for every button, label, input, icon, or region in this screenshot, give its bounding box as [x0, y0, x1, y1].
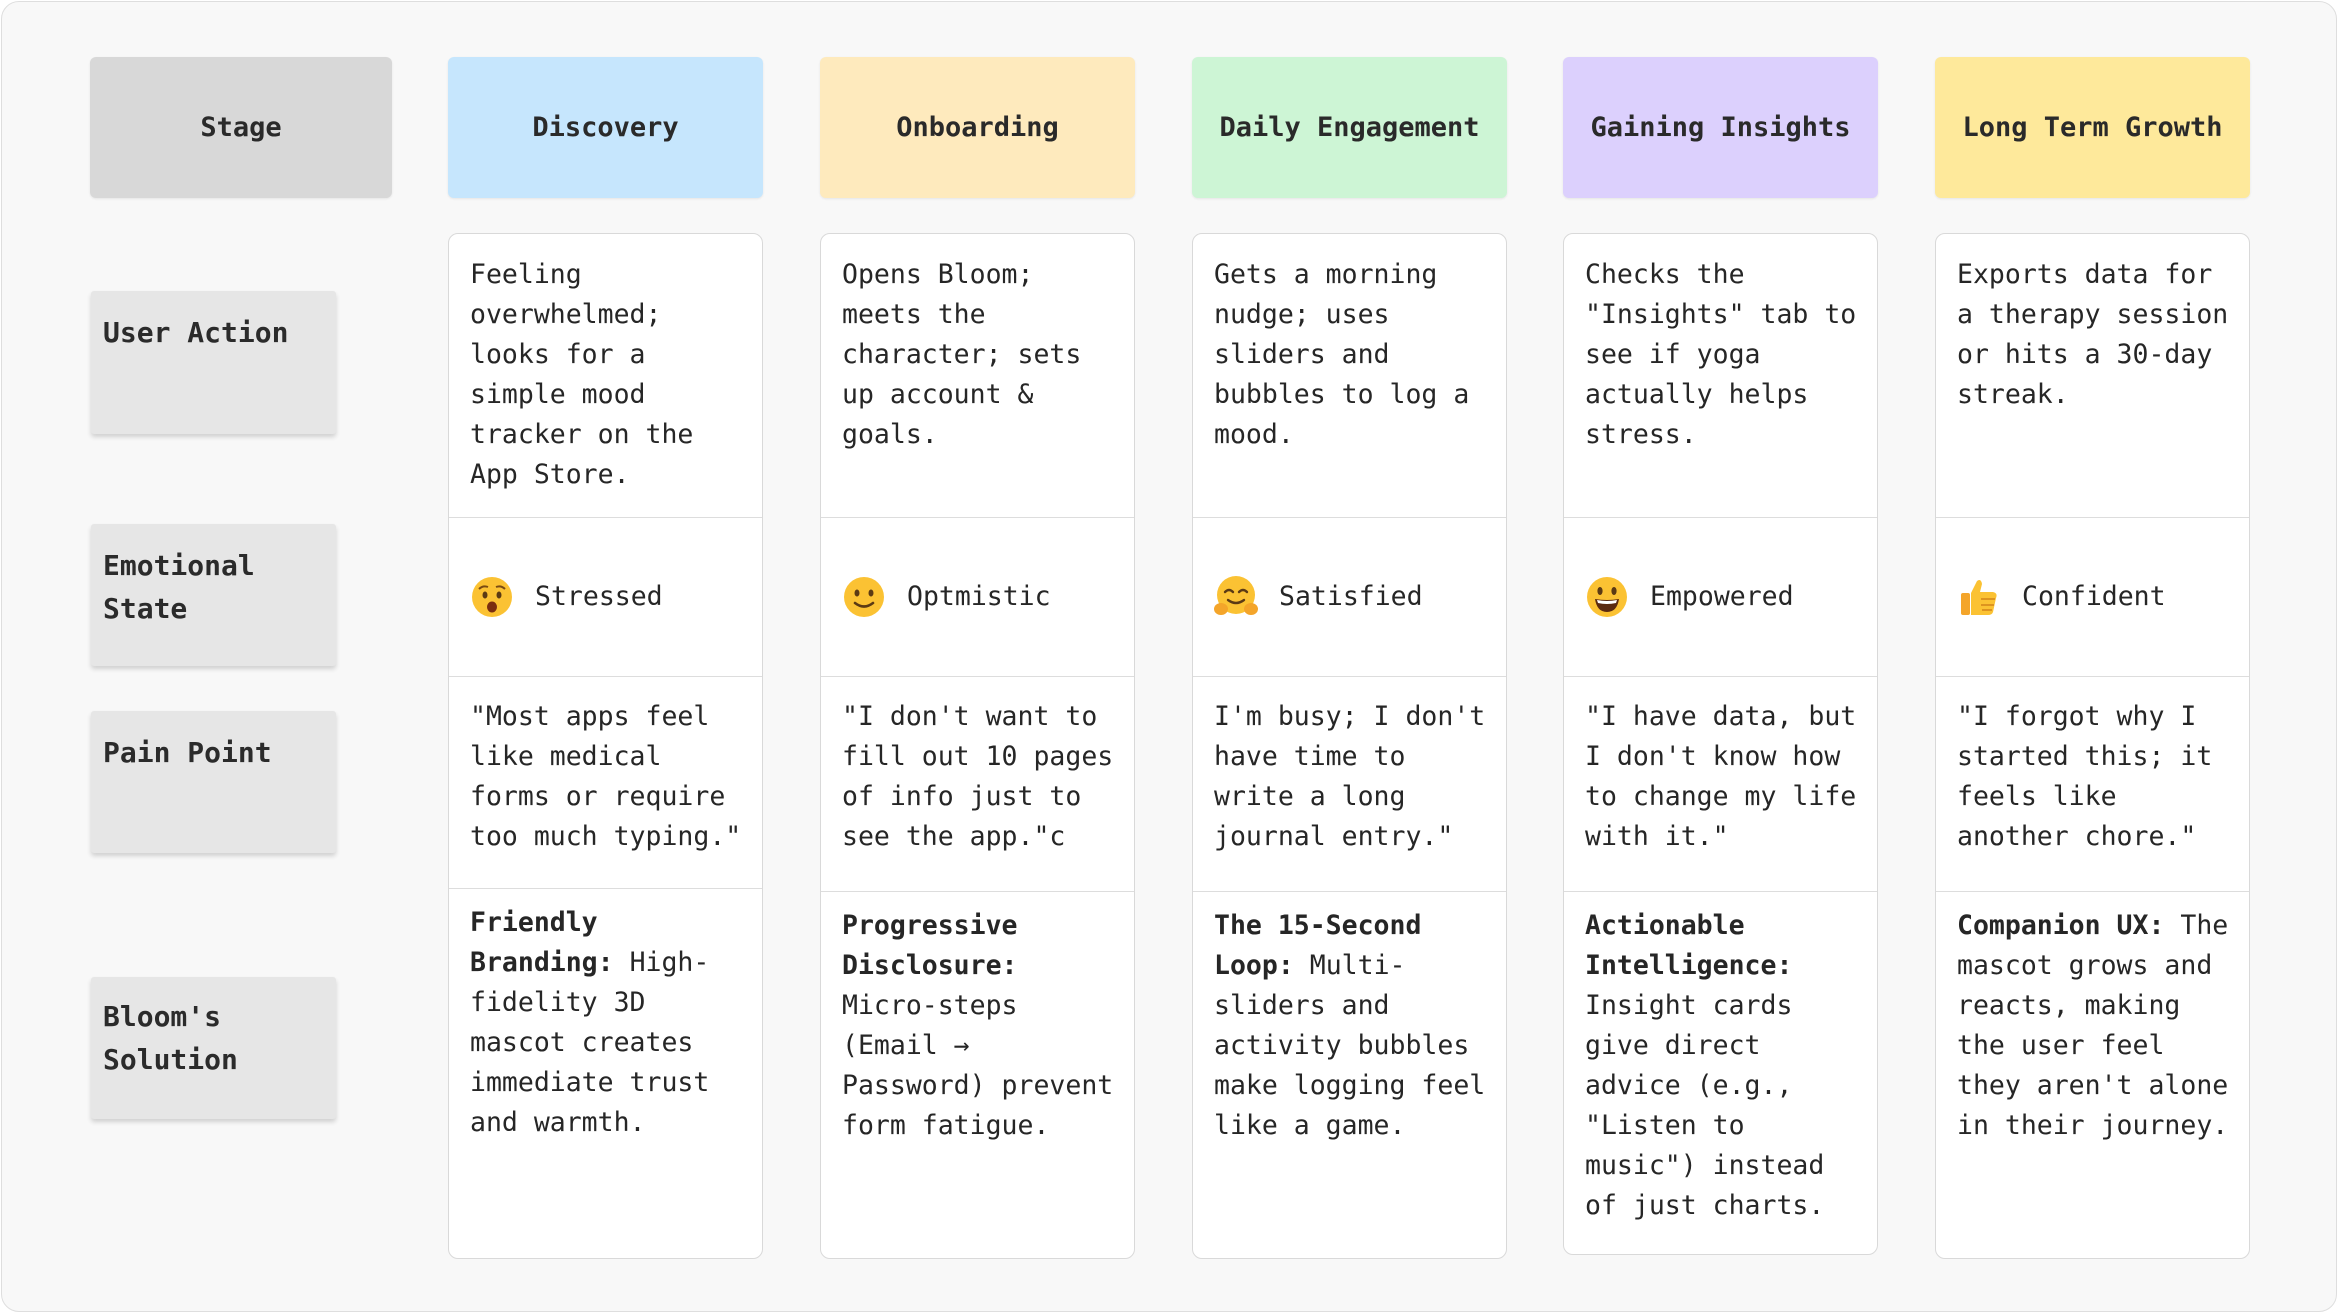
solution-text: Insight cards give direct advice (e.g., …: [1585, 990, 1825, 1221]
column-long-term-growth: Exports data for a therapy session or hi…: [1935, 233, 2250, 1259]
row-label-blooms-solution: Bloom's Solution: [91, 977, 336, 1119]
column-onboarding: Opens Bloom; meets the character; sets u…: [820, 233, 1135, 1259]
solution-title: Actionable Intelligence:: [1585, 910, 1793, 981]
pain-point-cell: "Most apps feel like medical forms or re…: [449, 676, 762, 888]
pain-point-cell: "I don't want to fill out 10 pages of in…: [821, 676, 1134, 891]
solution-title: Companion UX:: [1957, 910, 2165, 941]
solution-title: Progressive Disclosure:: [842, 910, 1018, 981]
solution-cell: Actionable Intelligence: Insight cards g…: [1564, 891, 1877, 1254]
emotional-state-cell: Empowered: [1564, 517, 1877, 676]
solution-text: Multi-sliders and activity bubbles make …: [1214, 950, 1486, 1141]
emotional-state-cell: Confident: [1936, 517, 2249, 676]
column-discovery: Feeling overwhelmed; looks for a simple …: [448, 233, 763, 1259]
solution-text: High-fidelity 3D mascot creates immediat…: [470, 947, 710, 1138]
emotion-label: Satisfied: [1279, 581, 1423, 612]
solution-cell: The 15-Second Loop: Multi-sliders and ac…: [1193, 891, 1506, 1258]
emotion-label: Confident: [2022, 581, 2166, 612]
user-action-cell: Opens Bloom; meets the character; sets u…: [842, 259, 1082, 450]
emotional-state-cell: Optmistic: [821, 517, 1134, 676]
column-daily-engagement: Gets a morning nudge; uses sliders and b…: [1192, 233, 1507, 1259]
pain-point-cell: I'm busy; I don't have time to write a l…: [1193, 676, 1506, 891]
solution-text: The mascot grows and reacts, making the …: [1957, 910, 2229, 1141]
solution-title: The 15-Second Loop:: [1214, 910, 1422, 981]
solution-cell: Companion UX: The mascot grows and react…: [1936, 891, 2249, 1258]
column-gaining-insights: Checks the "Insights" tab to see if yoga…: [1563, 233, 1878, 1255]
row-label-emotional-state: Emotional State: [91, 524, 336, 666]
emotional-state-cell: Stressed: [449, 517, 762, 676]
user-action-cell: Checks the "Insights" tab to see if yoga…: [1585, 259, 1857, 450]
stage-header-gaining-insights: Gaining Insights: [1563, 57, 1878, 198]
grinning-face-icon: [1587, 577, 1627, 617]
user-action-cell: Feeling overwhelmed; looks for a simple …: [470, 259, 694, 490]
row-label-user-action: User Action: [91, 291, 336, 434]
pain-point-cell: "I have data, but I don't know how to ch…: [1564, 676, 1877, 891]
stage-header-daily-engagement: Daily Engagement: [1192, 57, 1507, 198]
user-action-cell: Exports data for a therapy session or hi…: [1957, 259, 2229, 410]
solution-cell: Friendly Branding: High-fidelity 3D masc…: [449, 888, 762, 1258]
emotional-state-cell: Satisfied: [1193, 517, 1506, 676]
emotion-label: Empowered: [1650, 581, 1794, 612]
user-action-cell: Gets a morning nudge; uses sliders and b…: [1214, 259, 1470, 450]
emotion-label: Optmistic: [907, 581, 1051, 612]
emotion-label: Stressed: [535, 581, 663, 612]
solution-text: Micro-steps (Email → Password) prevent f…: [842, 990, 1114, 1141]
stage-header-long-term-growth: Long Term Growth: [1935, 57, 2250, 198]
solution-title: Friendly Branding:: [470, 907, 614, 978]
stage-header-onboarding: Onboarding: [820, 57, 1135, 198]
hugging-face-icon: [1214, 576, 1258, 615]
pain-point-cell: "I forgot why I started this; it feels l…: [1936, 676, 2249, 891]
stage-header-discovery: Discovery: [448, 57, 763, 198]
slightly-smiling-face-icon: [844, 577, 884, 617]
row-label-pain-point: Pain Point: [91, 711, 336, 853]
worried-face-icon: [472, 577, 512, 617]
stage-header-label: Stage: [90, 57, 392, 198]
solution-cell: Progressive Disclosure: Micro-steps (Ema…: [821, 891, 1134, 1258]
thumbs-up-icon: [1961, 580, 1997, 615]
